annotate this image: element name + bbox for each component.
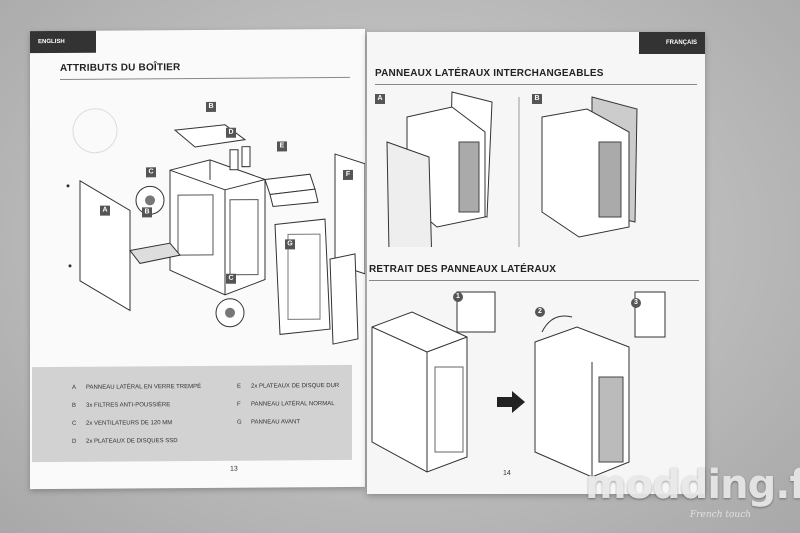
case-features-title: ATTRIBUTS DU BOÎTIER	[60, 62, 181, 74]
callout-b-bottom: B	[142, 207, 152, 218]
step-2-badge: 2	[535, 307, 545, 317]
language-tab-french: FRANÇAIS	[639, 32, 705, 54]
callout-a: A	[100, 205, 110, 216]
title-rule-1	[375, 84, 697, 85]
watermark-brand: modding.fr	[585, 462, 800, 508]
step-3-badge: 3	[631, 298, 641, 308]
panel-label-a: A	[375, 94, 385, 104]
callout-c-top: C	[146, 167, 156, 178]
watermark-tagline: French touch	[690, 510, 752, 520]
callout-e: E	[277, 141, 287, 152]
exploded-case-illustration	[66, 108, 365, 345]
left-page: ENGLISH ATTRIBUTS DU BOÎTIER	[30, 28, 365, 490]
title-rule-2	[369, 280, 699, 281]
callout-f: F	[343, 169, 353, 180]
page-number-right: 14	[503, 470, 511, 477]
interchangeable-panels-title: PANNEAUX LATÉRAUX INTERCHANGEABLES	[375, 68, 604, 79]
interchangeable-panels-illustration	[386, 91, 638, 247]
callout-d: D	[226, 127, 236, 138]
title-rule	[60, 76, 350, 80]
callout-g: G	[285, 239, 295, 250]
panel-label-b: B	[532, 94, 542, 104]
right-page: FRANÇAIS PANNEAUX LATÉRAUX INTERCHANGEAB…	[367, 32, 705, 494]
step-1-badge: 1	[453, 292, 463, 302]
language-tab-english: ENGLISH	[30, 30, 96, 54]
callout-b-top: B	[206, 101, 216, 112]
callout-c-bottom: C	[226, 273, 236, 284]
panel-removal-illustration	[371, 291, 666, 478]
page-number-left: 13	[230, 465, 238, 473]
panel-removal-title: RETRAIT DES PANNEAUX LATÉRAUX	[369, 264, 557, 275]
